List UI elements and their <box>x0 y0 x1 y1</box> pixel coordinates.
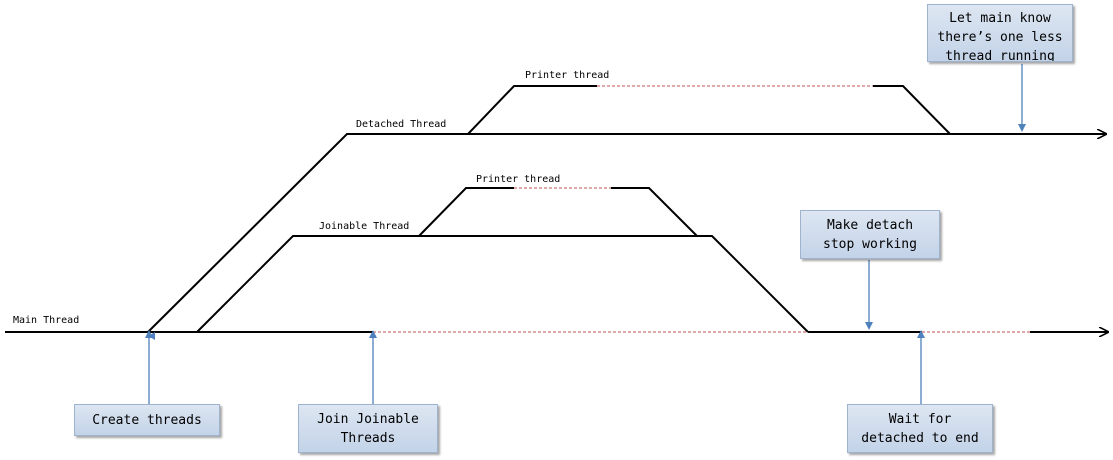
let-main-know-callout: Let main know there’s one less thread ru… <box>927 4 1073 62</box>
printer-thread-top-label: Printer thread <box>525 70 610 81</box>
printer-thread-top-left <box>467 85 597 135</box>
printer-thread-mid-right <box>611 187 698 237</box>
callout-line: detached to end <box>861 430 979 446</box>
join-joinable-arrowhead <box>369 330 377 338</box>
callout-line: Create threads <box>92 412 202 428</box>
detached-thread-label: Detached Thread <box>356 119 447 130</box>
join-joinable-callout: Join Joinable Threads <box>298 404 438 453</box>
make-detach-stop-arrowhead <box>865 322 873 330</box>
callout-line: there’s one less <box>937 30 1063 45</box>
wait-detached-callout: Wait for detached to end <box>847 404 993 453</box>
printer-thread-mid-left <box>418 187 514 237</box>
callout-line: Wait for <box>888 411 952 427</box>
callout-line: stop working <box>823 236 917 252</box>
make-detach-stop-callout: Make detach stop working <box>800 210 940 259</box>
create-threads-callout: Create threads <box>74 404 220 436</box>
let-main-know-arrowhead <box>1018 124 1026 132</box>
printer-thread-mid-label: Printer thread <box>476 174 561 185</box>
main-thread-label: Main Thread <box>13 315 80 326</box>
detached-thread-line <box>147 134 1106 333</box>
callout-line: Join Joinable <box>317 411 419 427</box>
joinable-thread-line <box>196 235 809 333</box>
callout-line: Threads <box>340 430 396 446</box>
callout-line: Let main know <box>949 11 1051 26</box>
joinable-thread-label: Joinable Thread <box>319 221 410 232</box>
callout-line: Make detach <box>826 217 914 233</box>
wait-detached-arrowhead <box>917 330 925 338</box>
callout-line: thread running <box>945 49 1055 62</box>
printer-thread-top-right <box>873 85 951 135</box>
create-threads-arrowhead <box>145 330 153 338</box>
